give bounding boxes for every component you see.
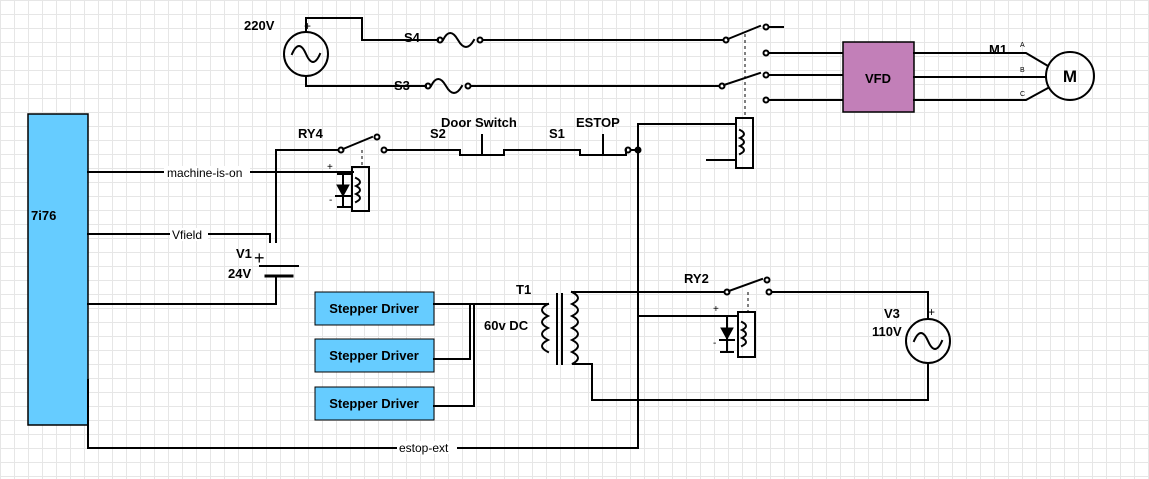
control-line (275, 133, 642, 243)
estop-relay-coil (637, 117, 754, 169)
ac-source-110v (905, 318, 951, 364)
phase-a-label: A (1020, 42, 1025, 49)
ry2-plus: + (713, 304, 719, 315)
ry4-minus: - (329, 195, 332, 206)
controller-label: 7i76 (31, 208, 56, 223)
vfd-label: VFD (865, 71, 891, 86)
relay-ry2-label: RY2 (684, 271, 709, 286)
motor-label: M (1063, 67, 1077, 86)
v1-value: 24V (228, 266, 251, 281)
v3-ref: V3 (884, 306, 900, 321)
fuse-s4 (436, 32, 723, 48)
stepper-driver-2 (314, 338, 435, 373)
fuse-s4-label: S4 (404, 30, 421, 45)
ry4-plus: + (327, 162, 333, 173)
phase-b-label: B (1020, 67, 1025, 74)
v3-plus: + (928, 305, 935, 319)
v1-plus: + (254, 248, 265, 268)
door-switch-label: Door Switch (441, 115, 517, 130)
fuse-s3-label: S3 (394, 78, 410, 93)
transformer-ref: T1 (516, 282, 531, 297)
stepper-driver-1-label: Stepper Driver (329, 301, 419, 316)
phase-c-label: C (1020, 91, 1025, 98)
mains-wiring (305, 17, 439, 87)
driver-bus (433, 303, 549, 407)
vfield-label: Vfield (172, 228, 202, 242)
switch-s1-label: S1 (549, 126, 565, 141)
source-220v-plus: + (304, 19, 311, 33)
motor-ref: M1 (989, 42, 1007, 57)
ry2-minus: - (713, 338, 716, 349)
ry2-circuit (87, 149, 929, 449)
transformer-rating: 60v DC (484, 318, 529, 333)
transformer-t1 (541, 290, 593, 401)
signal-wires (87, 171, 354, 305)
contactor-switches (718, 23, 844, 118)
relay-ry4-coil (335, 166, 370, 212)
machine-on-label: machine-is-on (167, 166, 242, 180)
battery-v1 (259, 265, 299, 278)
fuse-s3 (424, 78, 719, 94)
controller-7i76 (27, 113, 89, 426)
vfd-box (842, 41, 915, 113)
stepper-driver-3 (314, 386, 435, 421)
estop-ext-label: estop-ext (399, 441, 449, 455)
v1-ref: V1 (236, 246, 252, 261)
relay-ry2-coil (719, 311, 756, 358)
ac-source-220v (283, 31, 329, 77)
source-220v-label: 220V (244, 18, 275, 33)
stepper-driver-2-label: Stepper Driver (329, 348, 419, 363)
relay-ry4-label: RY4 (298, 126, 324, 141)
stepper-driver-3-label: Stepper Driver (329, 396, 419, 411)
stepper-driver-1 (314, 291, 435, 326)
motor-symbol (1045, 51, 1095, 101)
estop-label: ESTOP (576, 115, 620, 130)
switch-s2-label: S2 (430, 126, 446, 141)
v3-value: 110V (872, 324, 902, 339)
motor-wiring (913, 52, 1050, 101)
